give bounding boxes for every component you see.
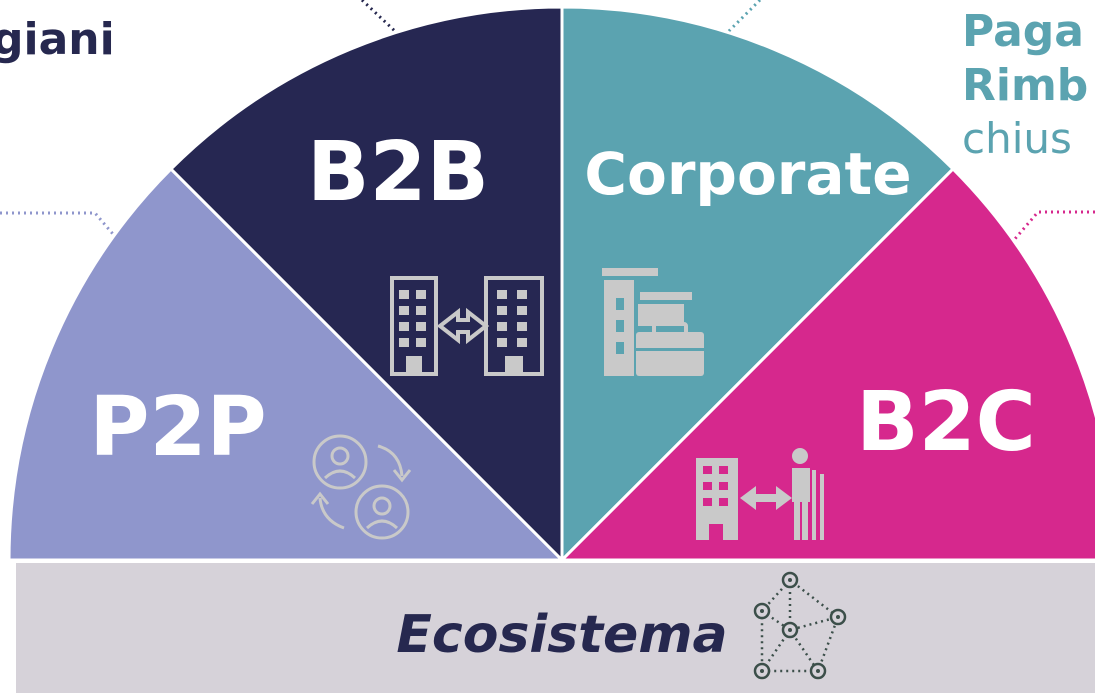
leader-line-corporate <box>726 0 762 34</box>
segment-corporate[interactable] <box>560 5 956 563</box>
right-edge-line-2: Rimb <box>962 60 1089 111</box>
right-edge-line-3: chius <box>962 114 1072 163</box>
leader-line-b2b <box>360 0 400 36</box>
ecosystem-label: Ecosistema <box>396 605 727 665</box>
ecosystem-band[interactable] <box>16 563 1095 693</box>
left-edge-label: giani <box>0 14 115 65</box>
right-edge-label: Paga Rimb chius <box>962 6 1088 164</box>
building-to-person-icon <box>696 448 824 540</box>
network-icon <box>753 571 847 680</box>
segment-label-corporate: Corporate <box>584 140 911 208</box>
segment-b2c[interactable] <box>558 166 1095 562</box>
right-edge-line-1: Paga <box>962 6 1084 57</box>
segment-label-b2b: B2B <box>307 125 489 220</box>
people-exchange-icon <box>310 434 412 540</box>
segment-label-b2c: B2C <box>856 375 1036 470</box>
building-to-building-icon <box>390 276 544 376</box>
segment-b2b[interactable] <box>168 5 564 563</box>
leader-line-p2p <box>0 211 120 241</box>
segment-p2p[interactable] <box>7 166 566 562</box>
building-briefcase-icon <box>602 268 704 376</box>
segment-label-p2p: P2P <box>89 380 266 475</box>
leader-line-b2c <box>1012 210 1095 241</box>
